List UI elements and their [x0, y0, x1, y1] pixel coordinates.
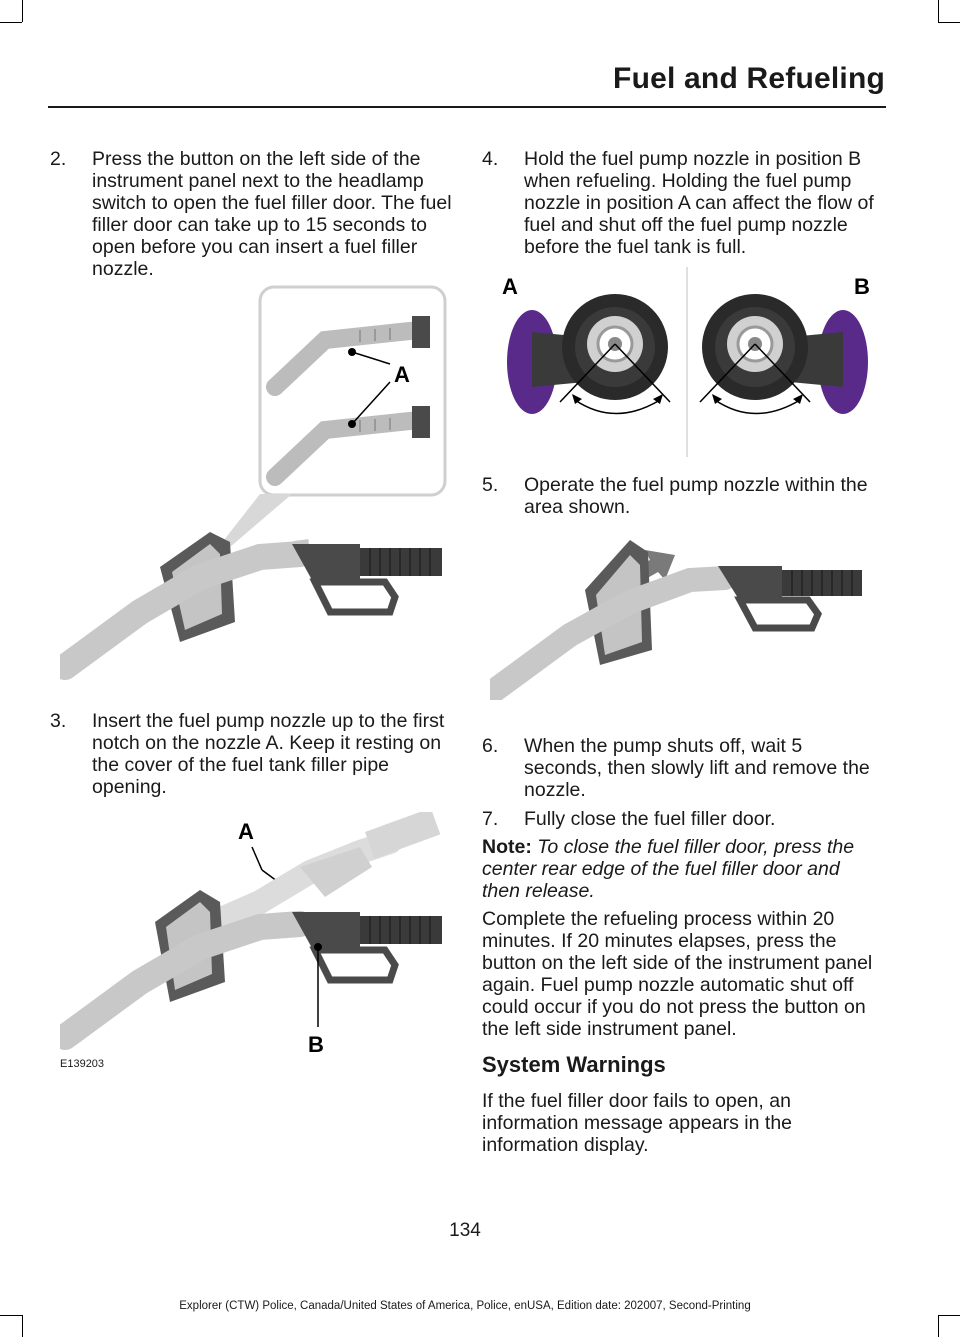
step-text: Insert the fuel pump nozzle up to the fi…: [92, 710, 445, 798]
page-title: Fuel and Refueling: [613, 62, 885, 95]
crop-mark: [22, 0, 23, 22]
crop-mark: [938, 1315, 960, 1316]
step-text: Fully close the fuel filler door.: [524, 808, 776, 830]
step-number: 7.: [482, 808, 499, 830]
figure-nozzle-notch: A: [60, 285, 447, 680]
step-number: 3.: [50, 710, 67, 732]
crop-mark: [938, 0, 939, 22]
step-text: Press the button on the left side of the…: [92, 148, 452, 280]
body-paragraph: Complete the refueling process within 20…: [482, 908, 873, 1040]
step-text: Hold the fuel pump nozzle in position B …: [524, 148, 874, 258]
crop-mark: [0, 1315, 22, 1316]
crop-mark: [22, 1315, 23, 1337]
figure-label-a: A: [238, 819, 254, 844]
note: Note: To close the fuel filler door, pre…: [482, 836, 874, 902]
step-number: 6.: [482, 735, 499, 757]
note-text: To close the fuel filler door, press the…: [482, 836, 855, 902]
crop-mark: [938, 1315, 939, 1337]
figure-label-a: A: [502, 274, 518, 299]
figure-filler-angles: A B: [502, 267, 870, 457]
figure-label-a: A: [394, 362, 410, 387]
footer-text: Explorer (CTW) Police, Canada/United Sta…: [179, 1300, 751, 1312]
figure-label-b: B: [308, 1032, 324, 1057]
figure-nozzle-operating-area: [490, 540, 862, 700]
step-number: 5.: [482, 474, 499, 496]
figure-code: E139203: [60, 1058, 105, 1070]
header-divider: [48, 106, 886, 108]
crop-mark: [938, 22, 960, 23]
step-number: 2.: [50, 148, 67, 170]
note-label: Note:: [482, 836, 532, 858]
crop-mark: [0, 22, 22, 23]
step-text: Operate the fuel pump nozzle within the …: [524, 474, 868, 518]
page-number: 134: [449, 1220, 481, 1241]
step-text: When the pump shuts off, wait 5 seconds,…: [524, 735, 870, 801]
section-text: If the fuel filler door fails to open, a…: [482, 1090, 793, 1156]
figure-nozzle-positions: A B: [60, 812, 442, 1057]
section-heading: System Warnings: [482, 1052, 666, 1077]
figure-label-b: B: [854, 274, 870, 299]
step-number: 4.: [482, 148, 499, 170]
